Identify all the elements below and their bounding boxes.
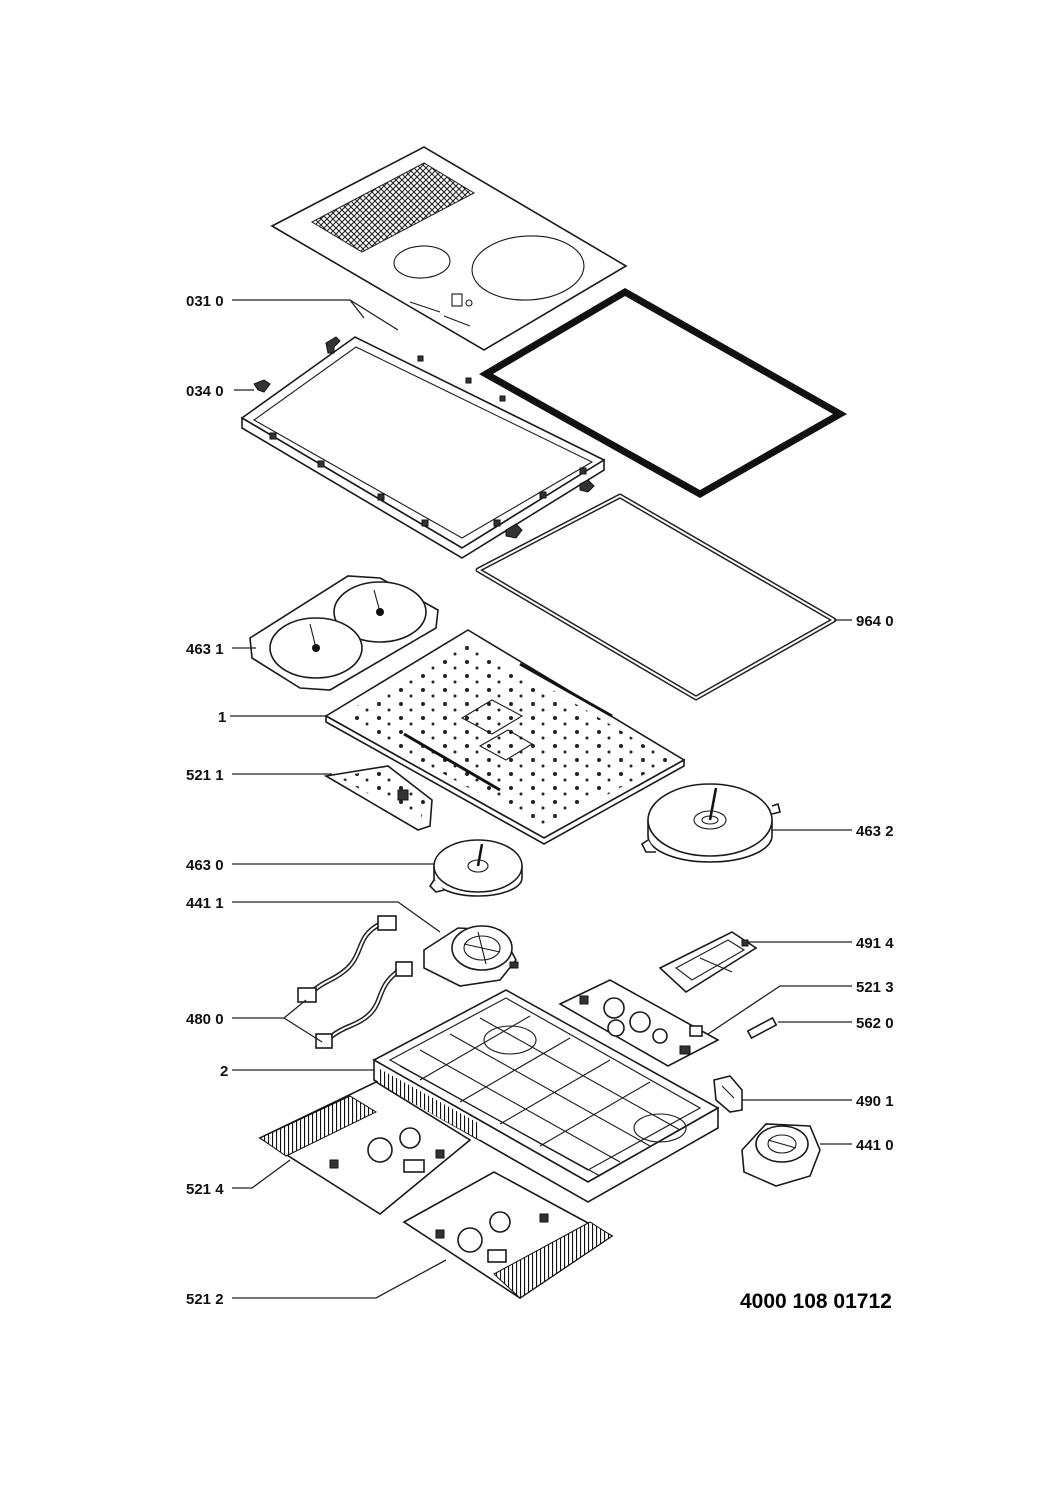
wire-harness-part xyxy=(297,915,413,1049)
induction-generator-board-b-part xyxy=(402,1171,614,1299)
control-board-part xyxy=(323,765,433,831)
label-463-2: 463 2 xyxy=(856,823,894,840)
clip-part xyxy=(713,1075,743,1113)
label-490-1: 490 1 xyxy=(856,1093,894,1110)
label-034-0: 034 0 xyxy=(186,383,224,400)
part-number-labels: 031 0 034 0 463 1 1 521 1 463 0 441 1 48… xyxy=(186,293,894,1308)
power-board-part xyxy=(558,979,720,1067)
glass-ceramic-top-part xyxy=(270,146,628,351)
display-board-part xyxy=(658,931,758,994)
induction-generator-board-a-part xyxy=(258,1081,472,1215)
label-2: 2 xyxy=(220,1063,228,1080)
label-1: 1 xyxy=(218,709,226,726)
fuse-part xyxy=(746,1016,778,1040)
label-463-1: 463 1 xyxy=(186,641,224,658)
bottom-housing-part xyxy=(372,989,720,1203)
label-521-4: 521 4 xyxy=(186,1181,224,1198)
label-491-4: 491 4 xyxy=(856,935,894,952)
label-031-0: 031 0 xyxy=(186,293,224,310)
large-induction-coil-part xyxy=(640,783,781,863)
label-463-0: 463 0 xyxy=(186,857,224,874)
cooktop-frame-part xyxy=(240,336,606,559)
label-964-0: 964 0 xyxy=(856,613,894,630)
label-521-1: 521 1 xyxy=(186,767,224,784)
cooling-fan-small-part xyxy=(741,1123,821,1187)
label-562-0: 562 0 xyxy=(856,1015,894,1032)
base-plate-part xyxy=(324,629,686,845)
label-480-0: 480 0 xyxy=(186,1011,224,1028)
cooling-fan-part xyxy=(423,925,519,987)
label-441-1: 441 1 xyxy=(186,895,224,912)
document-number: 4000 108 01712 xyxy=(740,1290,892,1313)
label-441-0: 441 0 xyxy=(856,1137,894,1154)
double-induction-coil-part xyxy=(249,575,439,691)
label-521-3: 521 3 xyxy=(856,979,894,996)
small-induction-coil-part xyxy=(428,839,523,897)
leader-lines xyxy=(230,299,852,1299)
frame-seal-part xyxy=(478,287,848,499)
label-521-2: 521 2 xyxy=(186,1291,224,1308)
